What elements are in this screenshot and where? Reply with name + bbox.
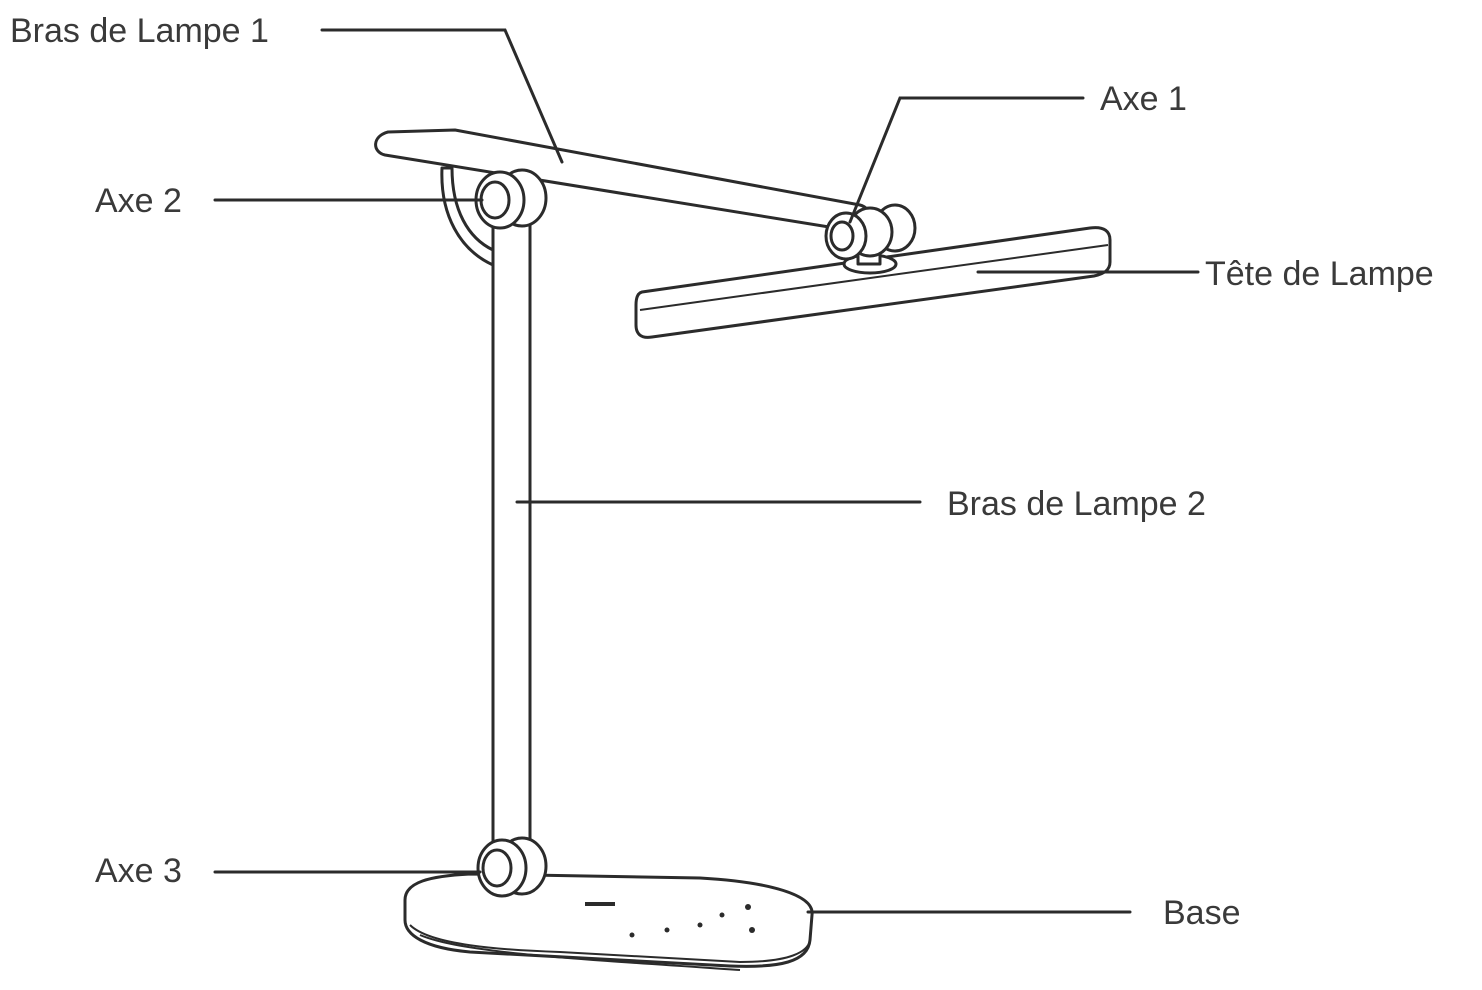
base-button-dot <box>664 927 670 933</box>
part-labels: Bras de Lampe 1 Axe 1 Axe 2 Tête de Lamp… <box>10 12 1434 932</box>
base-button-dot <box>749 927 755 933</box>
lamp-arm-2 <box>491 203 532 877</box>
leader-arm-1 <box>320 28 564 164</box>
label-base: Base <box>1163 894 1241 932</box>
cable-loop <box>440 166 495 267</box>
leader-axis-1 <box>848 96 1085 224</box>
base-button-dot <box>745 904 751 910</box>
base-button-dot <box>629 932 635 938</box>
label-axis-1: Axe 1 <box>1100 80 1187 118</box>
axis-3-joint <box>476 836 548 898</box>
label-axis-2: Axe 2 <box>95 182 182 220</box>
label-arm-2: Bras de Lampe 2 <box>947 485 1206 523</box>
label-head: Tête de Lampe <box>1205 255 1434 293</box>
axis-2-joint <box>474 168 548 230</box>
base-button-dot <box>697 922 703 928</box>
label-axis-3: Axe 3 <box>95 852 182 890</box>
base-logo-mark <box>585 902 615 906</box>
lamp-base <box>403 872 814 971</box>
axis-1-joint <box>824 203 917 261</box>
label-arm-1: Bras de Lampe 1 <box>10 12 269 50</box>
leader-lines <box>213 28 1200 914</box>
base-button-dot <box>719 912 725 918</box>
